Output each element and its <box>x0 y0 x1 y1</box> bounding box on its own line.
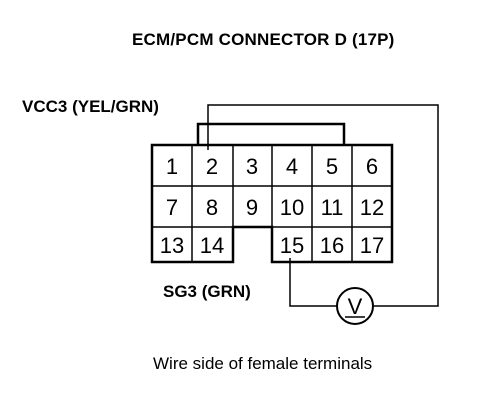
pin-8: 8 <box>206 195 218 220</box>
pin-4: 4 <box>286 154 298 179</box>
pin-numbers: 1 2 3 4 5 6 7 8 9 10 11 12 13 14 15 16 1… <box>160 154 384 258</box>
pin-15: 15 <box>280 233 304 258</box>
sg3-label: SG3 (GRN) <box>163 282 251 301</box>
pin-2: 2 <box>206 154 218 179</box>
pin-12: 12 <box>360 195 384 220</box>
pin-17: 17 <box>360 233 384 258</box>
pin-3: 3 <box>246 154 258 179</box>
voltmeter-icon: V <box>336 287 374 325</box>
pin-5: 5 <box>326 154 338 179</box>
caption: Wire side of female terminals <box>153 354 373 373</box>
pin-11: 11 <box>321 195 344 220</box>
pin-9: 9 <box>246 195 258 220</box>
pin-7: 7 <box>166 195 178 220</box>
pin-10: 10 <box>280 195 304 220</box>
pin-13: 13 <box>160 233 184 258</box>
sg3-wire <box>289 258 337 307</box>
diagram-title: ECM/PCM CONNECTOR D (17P) <box>132 30 395 49</box>
pin-6: 6 <box>366 154 378 179</box>
pin-14: 14 <box>200 233 224 258</box>
connector-grid <box>152 145 392 262</box>
connector-lock-tab <box>196 122 346 145</box>
pin-16: 16 <box>320 233 344 258</box>
voltmeter-symbol: V <box>348 294 363 319</box>
vcc3-label: VCC3 (YEL/GRN) <box>22 97 159 116</box>
pin-1: 1 <box>166 154 178 179</box>
vcc3-wire <box>207 104 439 307</box>
